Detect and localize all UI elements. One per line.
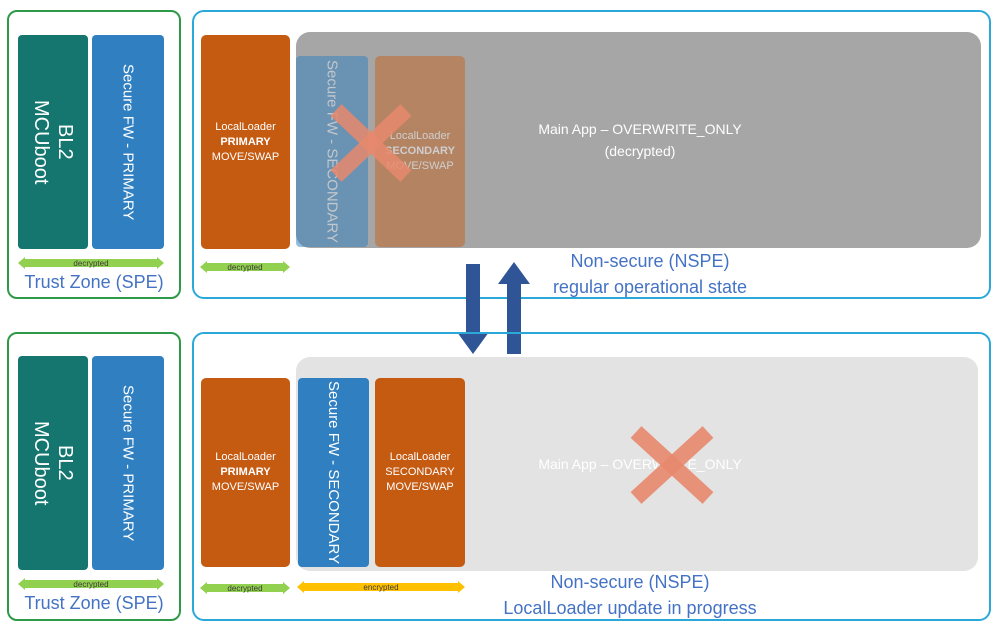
secure-fw-primary-label: Secure FW - PRIMARY bbox=[119, 384, 137, 542]
decrypted-label: decrypted bbox=[73, 258, 109, 268]
encrypted-label: encrypted bbox=[363, 582, 399, 592]
nonsecure-label-top: Non-secure (NSPE) regular operational st… bbox=[552, 251, 748, 297]
tz-decrypted-arrow-bottom: decrypted bbox=[18, 577, 164, 591]
main-app-label-top: Main App – OVERWRITE_ONLY (decrypted) bbox=[538, 121, 742, 159]
nonsecure-label-bottom: Non-secure (NSPE) LocalLoader update in … bbox=[503, 572, 757, 618]
decrypted-label: decrypted bbox=[227, 583, 263, 593]
trust-zone-frame-bottom bbox=[7, 332, 181, 621]
secure-fw-primary-block-bottom: Secure FW - PRIMARY bbox=[92, 356, 164, 570]
encrypted-arrow: encrypted bbox=[297, 580, 465, 594]
trust-zone-label-bottom: Trust Zone (SPE) bbox=[24, 593, 164, 613]
decrypted-label: decrypted bbox=[227, 262, 263, 272]
mcuboot-label: MCUboot bbox=[30, 99, 52, 185]
nonsecure-frame-bottom bbox=[192, 332, 991, 621]
trust-zone-frame-top bbox=[7, 10, 181, 299]
secure-fw-secondary-label: Secure FW - SECONDARY bbox=[325, 380, 342, 565]
secure-fw-secondary-block-bottom: Secure FW - SECONDARY bbox=[298, 378, 369, 567]
tz-decrypted-arrow-top: decrypted bbox=[18, 256, 164, 270]
bl2-label: BL2 bbox=[54, 445, 76, 481]
trust-zone-label-top: Trust Zone (SPE) bbox=[24, 272, 164, 292]
arrow-down-icon bbox=[457, 264, 489, 354]
localloader-primary-block-top: LocalLoader PRIMARY MOVE/SWAP bbox=[201, 35, 290, 249]
secure-fw-primary-block-top: Secure FW - PRIMARY bbox=[92, 35, 164, 249]
nonsecure-frame-top bbox=[192, 10, 991, 299]
main-app-label-bottom: Main App – OVERWRITE_ONLY bbox=[538, 456, 742, 472]
ns-decrypted-arrow-top: decrypted bbox=[200, 260, 290, 274]
main-app-block-top bbox=[296, 32, 981, 248]
arrow-up-icon bbox=[498, 262, 530, 354]
cross-icon bbox=[330, 104, 412, 182]
localloader-secondary-block-bottom: LocalLoader SECONDARY MOVE/SWAP bbox=[375, 378, 465, 567]
secure-fw-primary-label: Secure FW - PRIMARY bbox=[119, 63, 137, 221]
mcuboot-label: MCUboot bbox=[30, 420, 52, 506]
localloader-primary-block-bottom: LocalLoader PRIMARY MOVE/SWAP bbox=[201, 378, 290, 567]
ns-decrypted-arrow-bottom: decrypted bbox=[200, 581, 290, 595]
cross-icon bbox=[630, 426, 714, 504]
decrypted-label: decrypted bbox=[73, 579, 109, 589]
bl2-label: BL2 bbox=[54, 124, 76, 160]
